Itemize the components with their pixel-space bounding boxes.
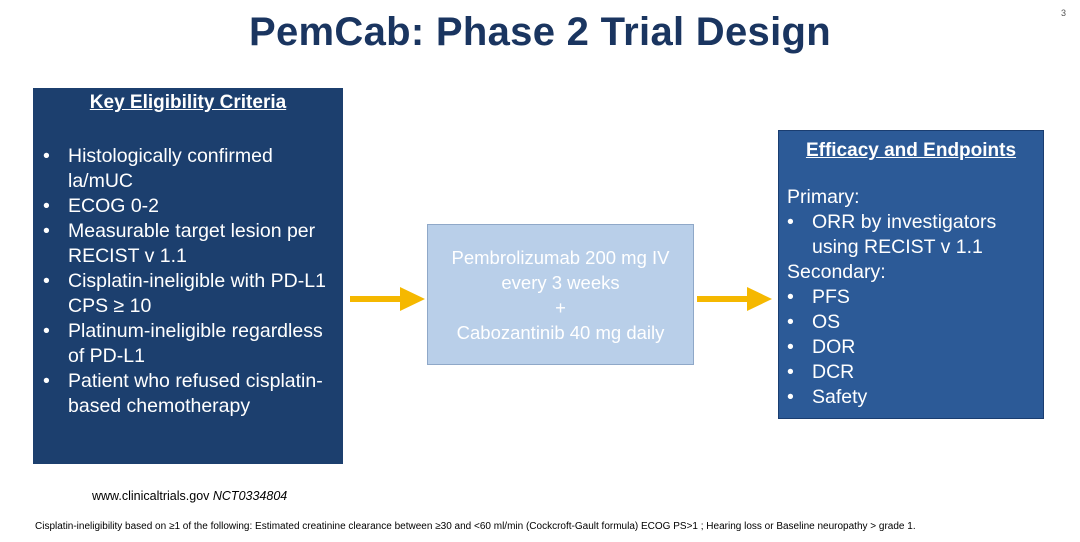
source-trial-id: NCT0334804 — [212, 489, 288, 503]
treatment-box: Pembrolizumab 200 mg IV every 3 weeks + … — [427, 224, 694, 365]
arrow-right-icon — [697, 287, 772, 311]
list-item-text: Histologically confirmed la/mUC — [68, 145, 273, 192]
bullet-icon: • — [787, 286, 794, 308]
endpoints-box: Efficacy and Endpoints Primary: • ORR by … — [778, 130, 1044, 419]
list-item: • Histologically confirmed la/mUC — [43, 144, 333, 194]
secondary-label: Secondary: — [787, 261, 886, 283]
bullet-icon: • — [43, 270, 50, 292]
list-item: • DOR — [787, 335, 1035, 360]
arrow-right-icon — [350, 287, 425, 311]
endpoints-heading: Efficacy and Endpoints — [805, 140, 1017, 161]
list-item-text: Measurable target lesion per RECIST v 1.… — [68, 220, 316, 267]
bullet-icon: • — [787, 211, 794, 233]
list-item-text: ORR by investigators using RECIST v 1.1 — [812, 211, 997, 258]
treatment-drug-1: Pembrolizumab 200 mg IV — [451, 246, 670, 268]
treatment-plus: + — [555, 296, 566, 318]
eligibility-list: • Histologically confirmed la/mUC • ECOG 0… — [43, 144, 333, 419]
list-item-text: DOR — [812, 336, 856, 358]
secondary-list: • PFS • OS • DOR • DCR • Safety — [787, 285, 1035, 410]
bullet-icon: • — [787, 336, 794, 358]
list-item-text: ECOG 0-2 — [68, 195, 160, 217]
bullet-icon: • — [43, 320, 50, 342]
slide-number: 3 — [1060, 8, 1066, 18]
list-item: • ECOG 0-2 — [43, 194, 333, 219]
bullet-icon: • — [43, 195, 50, 217]
bullet-icon: • — [787, 361, 794, 383]
source-text: www.clinicaltrials.gov — [92, 489, 213, 503]
list-item-text: Safety — [812, 386, 868, 408]
eligibility-box: Key Eligibility Criteria • Histologically… — [33, 88, 343, 464]
list-item: • Platinum-ineligible regardless of PD-L1 — [43, 319, 333, 369]
treatment-drug-2: Cabozantinib 40 mg daily — [456, 321, 665, 343]
bullet-icon: • — [787, 311, 794, 333]
list-item-text: OS — [812, 311, 841, 333]
bullet-icon: • — [43, 145, 50, 167]
list-item: • PFS — [787, 285, 1035, 310]
footnote: Cisplatin-ineligibility based on ≥1 of t… — [35, 521, 916, 532]
primary-label: Primary: — [787, 186, 860, 208]
treatment-schedule-1: every 3 weeks — [501, 271, 620, 293]
list-item-text: Platinum-ineligible regardless of PD-L1 — [68, 320, 323, 367]
bullet-icon: • — [43, 370, 50, 392]
list-item: • Patient who refused cisplatin-based che… — [43, 369, 333, 419]
list-item: • DCR — [787, 360, 1035, 385]
list-item: • Measurable target lesion per RECIST v 1… — [43, 219, 333, 269]
list-item-text: PFS — [812, 286, 850, 308]
primary-list: • ORR by investigators using RECIST v 1.1 — [787, 210, 1035, 260]
eligibility-heading: Key Eligibility Criteria — [89, 92, 287, 113]
list-item: • OS — [787, 310, 1035, 335]
list-item-text: Cisplatin-ineligible with PD-L1 CPS ≥ 10 — [68, 270, 326, 317]
source-citation: www.clinicaltrials.gov NCT0334804 — [92, 489, 287, 503]
list-item-text: DCR — [812, 361, 855, 383]
bullet-icon: • — [787, 386, 794, 408]
list-item: • ORR by investigators using RECIST v 1.1 — [787, 210, 1035, 260]
list-item-text: Patient who refused cisplatin-based chem… — [68, 370, 323, 417]
list-item: • Safety — [787, 385, 1035, 410]
list-item: • Cisplatin-ineligible with PD-L1 CPS ≥ 1… — [43, 269, 333, 319]
bullet-icon: • — [43, 220, 50, 242]
page-title: PemCab: Phase 2 Trial Design — [249, 10, 831, 54]
